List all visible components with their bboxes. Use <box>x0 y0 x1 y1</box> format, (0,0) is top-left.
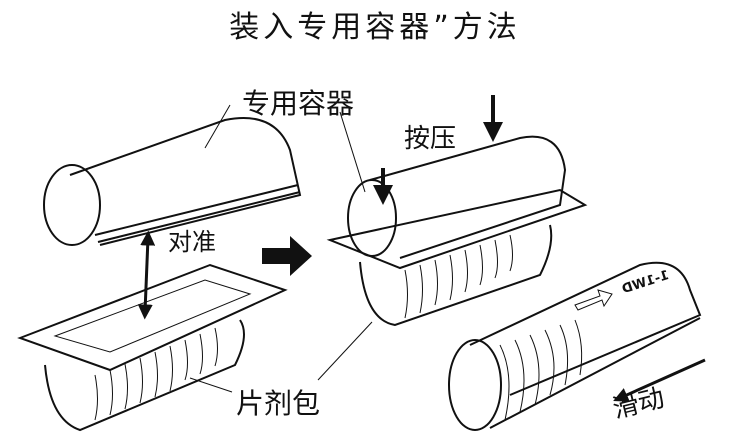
tablet-pack-step1 <box>17 263 288 432</box>
label-container: 专用容器 <box>242 87 355 120</box>
label-tablet-pack: 片剂包 <box>236 387 321 420</box>
container-step1 <box>43 117 302 246</box>
label-press: 按压 <box>404 124 457 154</box>
container-emboss: 1-1WD <box>620 268 671 297</box>
label-align: 对准 <box>168 228 216 256</box>
diagram-title: 装入专用容器”方法 <box>229 10 521 45</box>
next-step-arrow <box>262 236 312 276</box>
container-step3: 1-1WD <box>448 261 702 431</box>
container-step2 <box>326 135 588 327</box>
